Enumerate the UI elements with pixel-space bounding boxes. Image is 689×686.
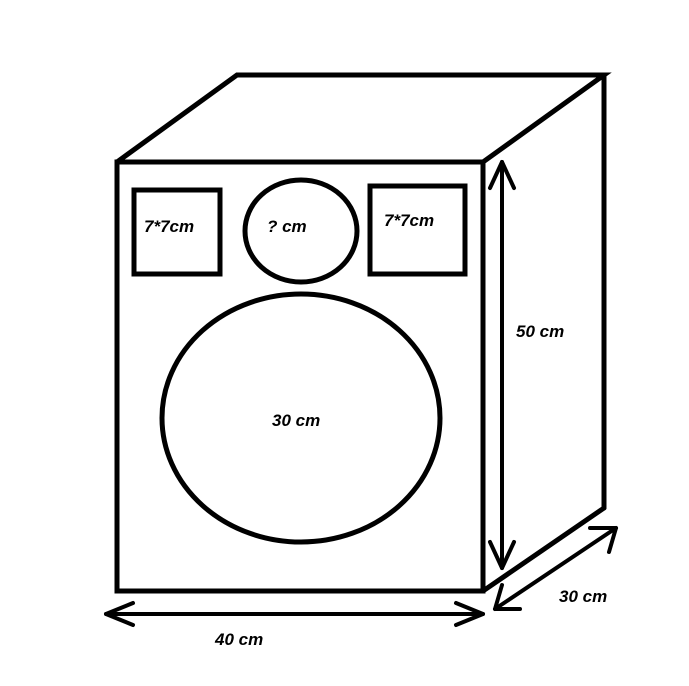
depth-arrow-head-lower (493, 583, 522, 611)
height-arrow-head-bottom (488, 540, 516, 570)
woofer-label: 30 cm (272, 411, 320, 430)
cabinet-front-face (114, 159, 486, 594)
height-arrow-head-top (488, 160, 516, 190)
woofer-circle (159, 291, 443, 545)
depth-arrow-head-upper (588, 526, 618, 554)
tweeter-circle (242, 177, 360, 285)
width-arrow-head-left (104, 601, 135, 627)
right-port-label: 7*7cm (384, 211, 434, 230)
left-port-label: 7*7cm (144, 217, 194, 236)
depth-arrow-line (493, 526, 618, 611)
depth-label: 30 cm (559, 587, 607, 606)
tweeter-label: ? cm (267, 217, 307, 236)
height-label: 50 cm (516, 322, 564, 341)
cabinet-top-edge (114, 72, 612, 165)
right-port-square (367, 183, 468, 277)
cabinet-bottom-side-edge (480, 505, 607, 594)
left-port-square (131, 187, 223, 277)
width-arrow-head-right (454, 601, 485, 627)
width-label: 40 cm (214, 630, 263, 649)
